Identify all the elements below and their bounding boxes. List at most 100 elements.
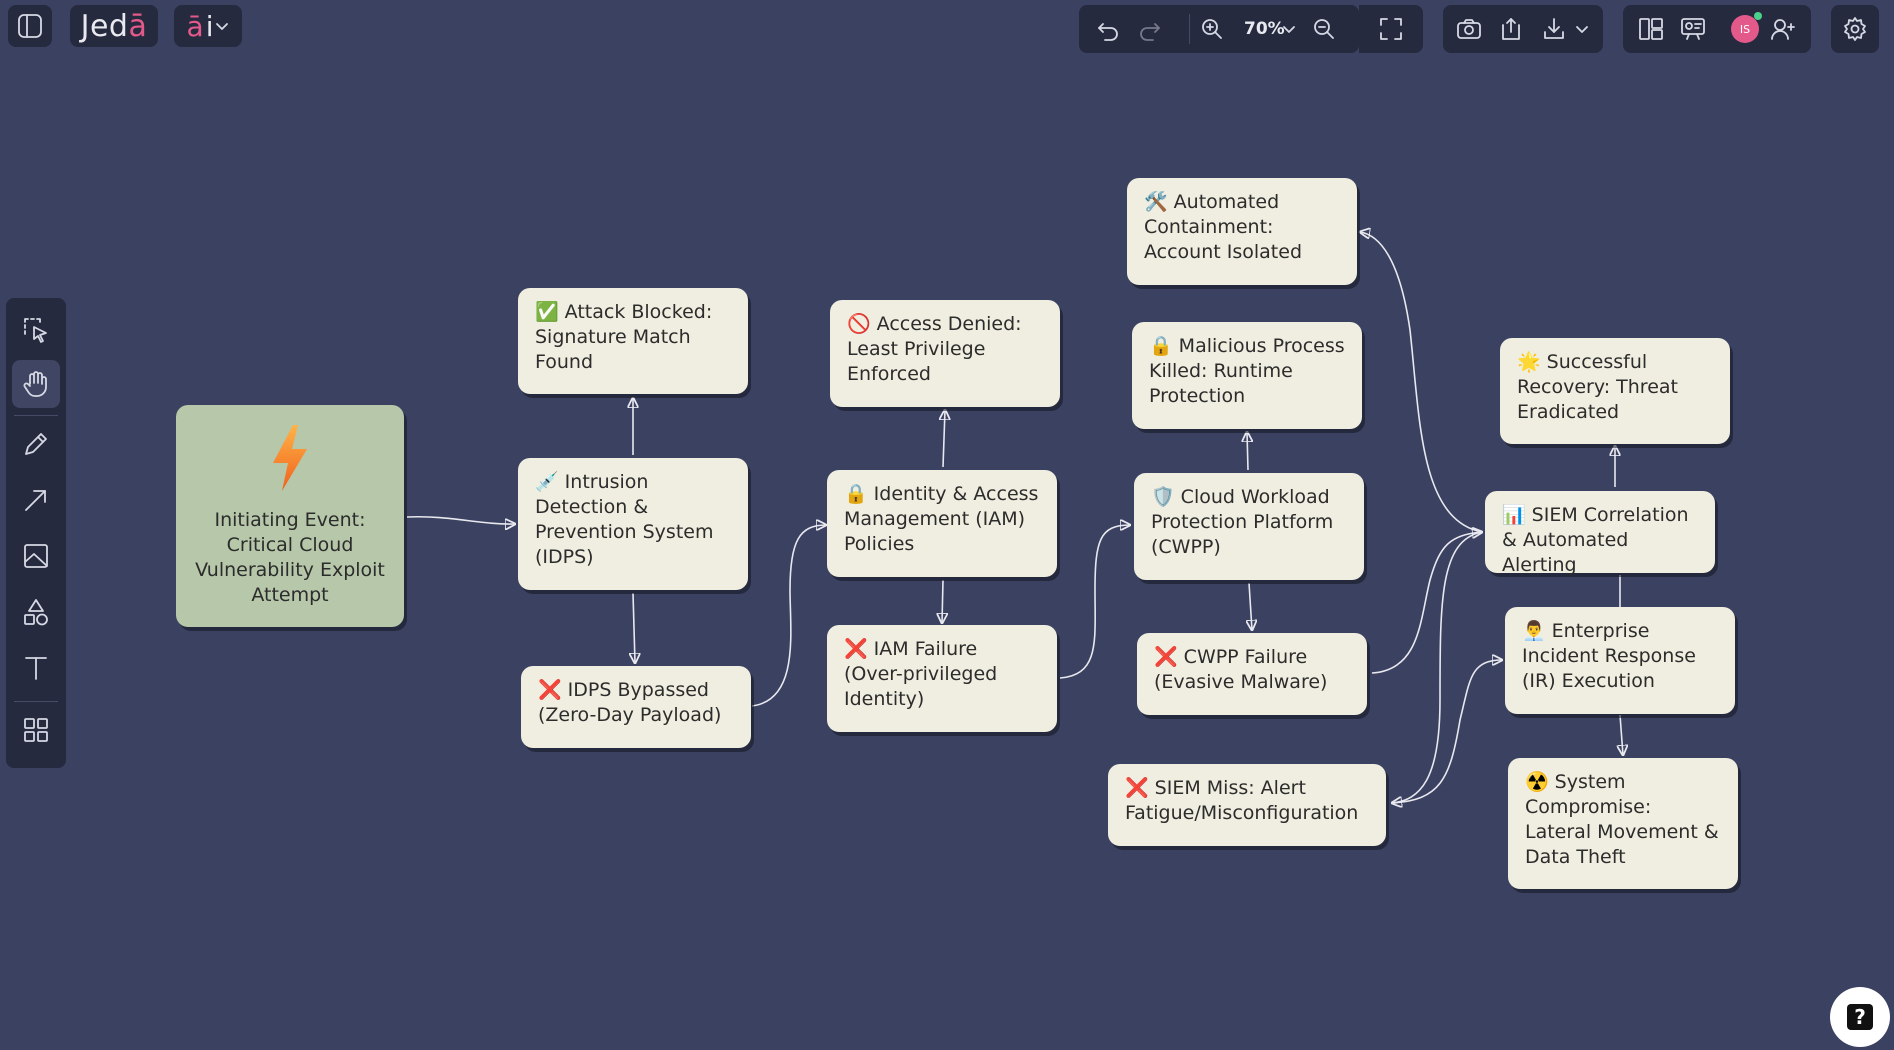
node-label: Access Denied: Least Privilege Enforced (847, 313, 1022, 385)
node-label: CWPP Failure (Evasive Malware) (1154, 646, 1328, 693)
node-label: Attack Blocked: Signature Match Found (535, 301, 713, 373)
node-idps-bypassed[interactable]: ❌IDPS Bypassed (Zero-Day Payload) (521, 666, 751, 748)
ai-accent: ā (186, 9, 204, 43)
layout-panels-icon[interactable] (1637, 16, 1665, 42)
star-icon: 🌟 (1517, 351, 1541, 373)
node-iam[interactable]: 🔒Identity & Access Management (IAM) Poli… (827, 470, 1057, 577)
edge-cwpp-killed (1247, 432, 1248, 471)
redo-icon[interactable] (1137, 16, 1163, 42)
undo-icon[interactable] (1095, 16, 1121, 42)
node-cwpp[interactable]: 🛡️Cloud Workload Protection Platform (CW… (1134, 473, 1364, 580)
office-worker-icon: 👨‍💼 (1522, 620, 1546, 642)
lightning-bolt-icon (267, 423, 313, 500)
node-label: SIEM Correlation & Automated Alerting (1502, 504, 1689, 576)
select-tool[interactable] (12, 306, 60, 354)
edge-idps-bypassed (633, 592, 635, 663)
node-label: Enterprise Incident Response (IR) Execut… (1522, 620, 1696, 692)
cross-mark-icon: ❌ (1154, 646, 1178, 668)
syringe-icon: 💉 (535, 471, 559, 493)
logo-accent: ā (128, 8, 148, 44)
edge-cwpp-failure (1249, 582, 1252, 630)
node-label: Initiating Event: Critical Cloud Vulnera… (195, 509, 385, 606)
download-chevron-icon[interactable] (1575, 22, 1589, 36)
settings-button[interactable] (1831, 5, 1879, 53)
toolbar-divider (14, 415, 58, 416)
node-label: System Compromise: Lateral Movement & Da… (1525, 771, 1719, 868)
edge-siem-containment (1360, 232, 1483, 533)
node-idps[interactable]: 💉Intrusion Detection & Prevention System… (518, 458, 748, 590)
node-successful-recovery[interactable]: 🌟Successful Recovery: Threat Eradicated (1500, 338, 1730, 444)
node-cwpp-failure[interactable]: ❌CWPP Failure (Evasive Malware) (1137, 633, 1367, 715)
collab-toolbar: IS (1623, 5, 1811, 53)
share-upload-icon[interactable] (1498, 15, 1524, 43)
history-zoom-toolbar: 70% (1079, 5, 1359, 53)
node-label: Identity & Access Management (IAM) Polic… (844, 483, 1039, 555)
pen-icon (21, 429, 51, 459)
tools-icon: 🛠️ (1144, 191, 1168, 213)
node-malicious-process-killed[interactable]: 🔒Malicious Process Killed: Runtime Prote… (1132, 322, 1362, 429)
node-label: Malicious Process Killed: Runtime Protec… (1149, 335, 1345, 407)
text-icon (21, 653, 51, 683)
divider (1189, 14, 1190, 44)
node-siem-miss[interactable]: ❌SIEM Miss: Alert Fatigue/Misconfigurati… (1108, 764, 1386, 846)
presentation-icon[interactable] (1679, 16, 1707, 42)
fullscreen-icon (1378, 16, 1404, 42)
sidebar-icon (16, 12, 44, 40)
add-user-icon[interactable] (1769, 16, 1797, 42)
image-tool[interactable] (12, 532, 60, 580)
node-iam-failure[interactable]: ❌IAM Failure (Over-privileged Identity) (827, 625, 1057, 732)
arrow-tool[interactable] (12, 476, 60, 524)
components-tool[interactable] (12, 706, 60, 754)
lock-icon: 🔒 (844, 483, 868, 505)
check-mark-icon: ✅ (535, 301, 559, 323)
node-attack-blocked[interactable]: ✅Attack Blocked: Signature Match Found (518, 288, 748, 394)
camera-icon[interactable] (1455, 16, 1483, 42)
zoom-in-icon[interactable] (1199, 16, 1225, 42)
download-icon[interactable] (1541, 16, 1567, 42)
edge-ir-compromise (1620, 714, 1623, 755)
radioactive-icon: ☢️ (1525, 771, 1549, 793)
help-icon: ? (1847, 1004, 1873, 1030)
arrow-icon (21, 485, 51, 515)
help-button[interactable]: ? (1830, 987, 1890, 1047)
image-icon (21, 541, 51, 571)
cross-mark-icon: ❌ (1125, 777, 1149, 799)
zoom-chevron-icon[interactable] (1282, 22, 1296, 36)
gear-icon (1842, 16, 1868, 42)
node-system-compromise[interactable]: ☢️System Compromise: Lateral Movement & … (1508, 758, 1738, 889)
node-access-denied[interactable]: 🚫Access Denied: Least Privilege Enforced (830, 300, 1060, 407)
node-initiating-event[interactable]: Initiating Event: Critical Cloud Vulnera… (176, 405, 404, 627)
avatar-initials: IS (1739, 22, 1751, 36)
sidebar-toggle-button[interactable] (8, 5, 52, 47)
zoom-level[interactable]: 70% (1244, 19, 1285, 39)
edge-bypassed-iam (751, 525, 826, 707)
node-label: Intrusion Detection & Prevention System … (535, 471, 714, 568)
edge-cwppfail-siem (1371, 532, 1482, 674)
edge-iam-failure (942, 579, 943, 623)
node-label: IDPS Bypassed (Zero-Day Payload) (538, 679, 722, 726)
node-enterprise-ir[interactable]: 👨‍💼Enterprise Incident Response (IR) Exe… (1505, 607, 1735, 714)
shapes-tool[interactable] (12, 588, 60, 636)
hand-tool[interactable] (12, 360, 60, 408)
node-siem[interactable]: 📊SIEM Correlation & Automated Alerting (1485, 491, 1715, 576)
avatar[interactable]: IS (1731, 15, 1759, 43)
text-tool[interactable] (12, 644, 60, 692)
hand-icon (21, 369, 51, 399)
node-label: IAM Failure (Over-privileged Identity) (844, 638, 998, 710)
pen-tool[interactable] (12, 420, 60, 468)
fit-screen-button[interactable] (1359, 5, 1423, 53)
edge-start-idps (406, 515, 515, 524)
zoom-out-icon[interactable] (1311, 16, 1337, 42)
node-label: Automated Containment: Account Isolated (1144, 191, 1303, 263)
left-toolbar (6, 298, 66, 768)
export-toolbar (1443, 5, 1603, 53)
select-icon (21, 315, 51, 345)
chevron-down-icon (215, 19, 229, 33)
edge-iam-denied (943, 410, 945, 468)
node-label: SIEM Miss: Alert Fatigue/Misconfiguratio… (1125, 777, 1359, 824)
node-automated-containment[interactable]: 🛠️Automated Containment: Account Isolate… (1127, 178, 1357, 285)
toolbar-divider (14, 701, 58, 702)
